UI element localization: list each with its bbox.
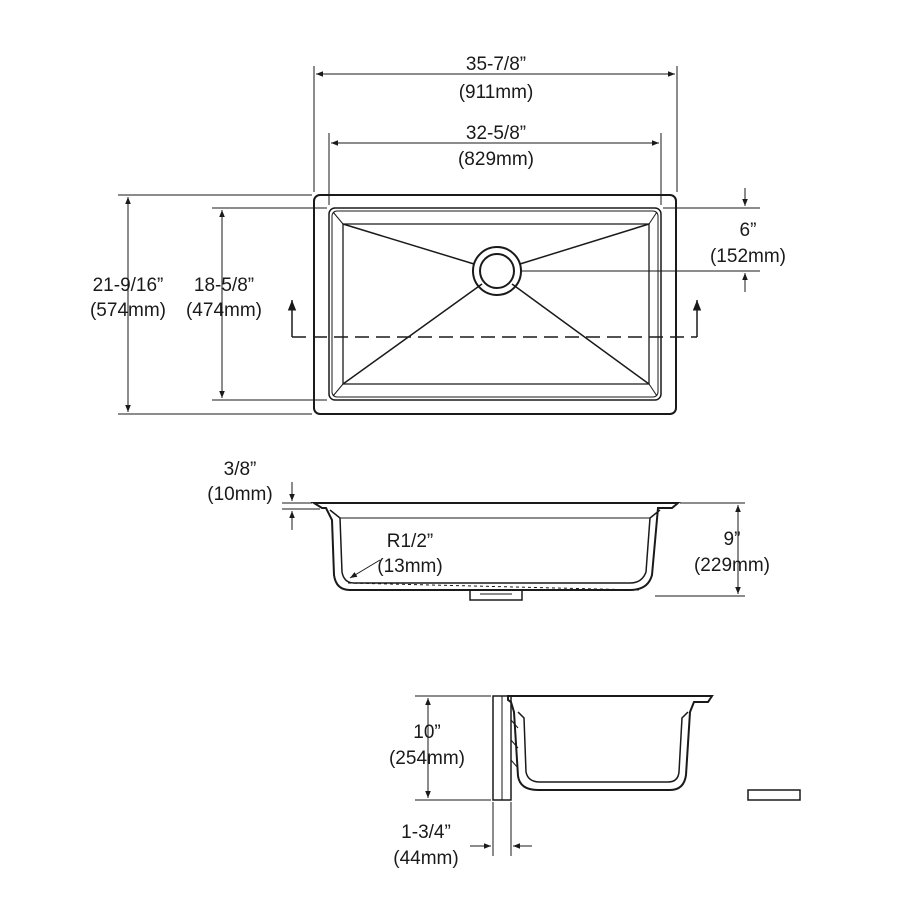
top-view: 35-7/8” (911mm) 32-5/8” (829mm) 21-9/16”… <box>90 54 786 415</box>
sink-outline <box>313 194 677 415</box>
drain-outlet <box>469 589 523 601</box>
slope-line <box>342 283 483 385</box>
bowl-outer-rim <box>328 207 662 401</box>
sink-side-inner-wall <box>517 711 689 783</box>
sink-side-outline <box>507 695 714 791</box>
wall-thickness-metric: (44mm) <box>393 848 458 869</box>
radius-leader <box>349 559 381 579</box>
cabinet-height-metric: (254mm) <box>389 748 465 769</box>
overall-width-imperial: 35-7/8” <box>466 54 526 75</box>
slope-line <box>519 223 650 265</box>
side-section-view: 10” (254mm) 1-3/4” (44mm) <box>389 695 801 869</box>
slope-line <box>511 283 650 385</box>
bowl-width-imperial: 32-5/8” <box>466 123 526 144</box>
slope-line <box>342 223 475 265</box>
bowl-height-imperial: 9” <box>724 529 741 550</box>
bowl-depth-metric: (474mm) <box>186 300 262 321</box>
bowl-height-metric: (229mm) <box>694 555 770 576</box>
drain-inner <box>479 253 515 289</box>
overall-depth-metric: (574mm) <box>90 300 166 321</box>
front-section-view: 3/8” (10mm) 9” (229mm) R1/2” (13mm) <box>207 459 770 601</box>
drain-offset-imperial: 6” <box>740 220 757 241</box>
bowl-depth-imperial: 18-5/8” <box>194 275 254 296</box>
bowl-inner-wall <box>329 509 661 584</box>
rim-thickness-metric: (10mm) <box>207 484 272 505</box>
corner-radius-imperial: R1/2” <box>387 531 433 552</box>
overall-width-metric: (911mm) <box>459 82 534 103</box>
wall-thickness-imperial: 1-3/4” <box>401 822 451 843</box>
drain-offset-metric: (152mm) <box>710 246 786 267</box>
rim-thickness-imperial: 3/8” <box>224 459 257 480</box>
bowl-width-metric: (829mm) <box>458 149 534 170</box>
cabinet-height-imperial: 10” <box>413 722 440 743</box>
bowl-inner-rim <box>331 210 659 398</box>
drain-outlet-side <box>747 789 801 801</box>
corner-radius-metric: (13mm) <box>377 556 442 577</box>
overall-depth-imperial: 21-9/16” <box>93 275 164 296</box>
sink-section-outline <box>310 502 681 591</box>
